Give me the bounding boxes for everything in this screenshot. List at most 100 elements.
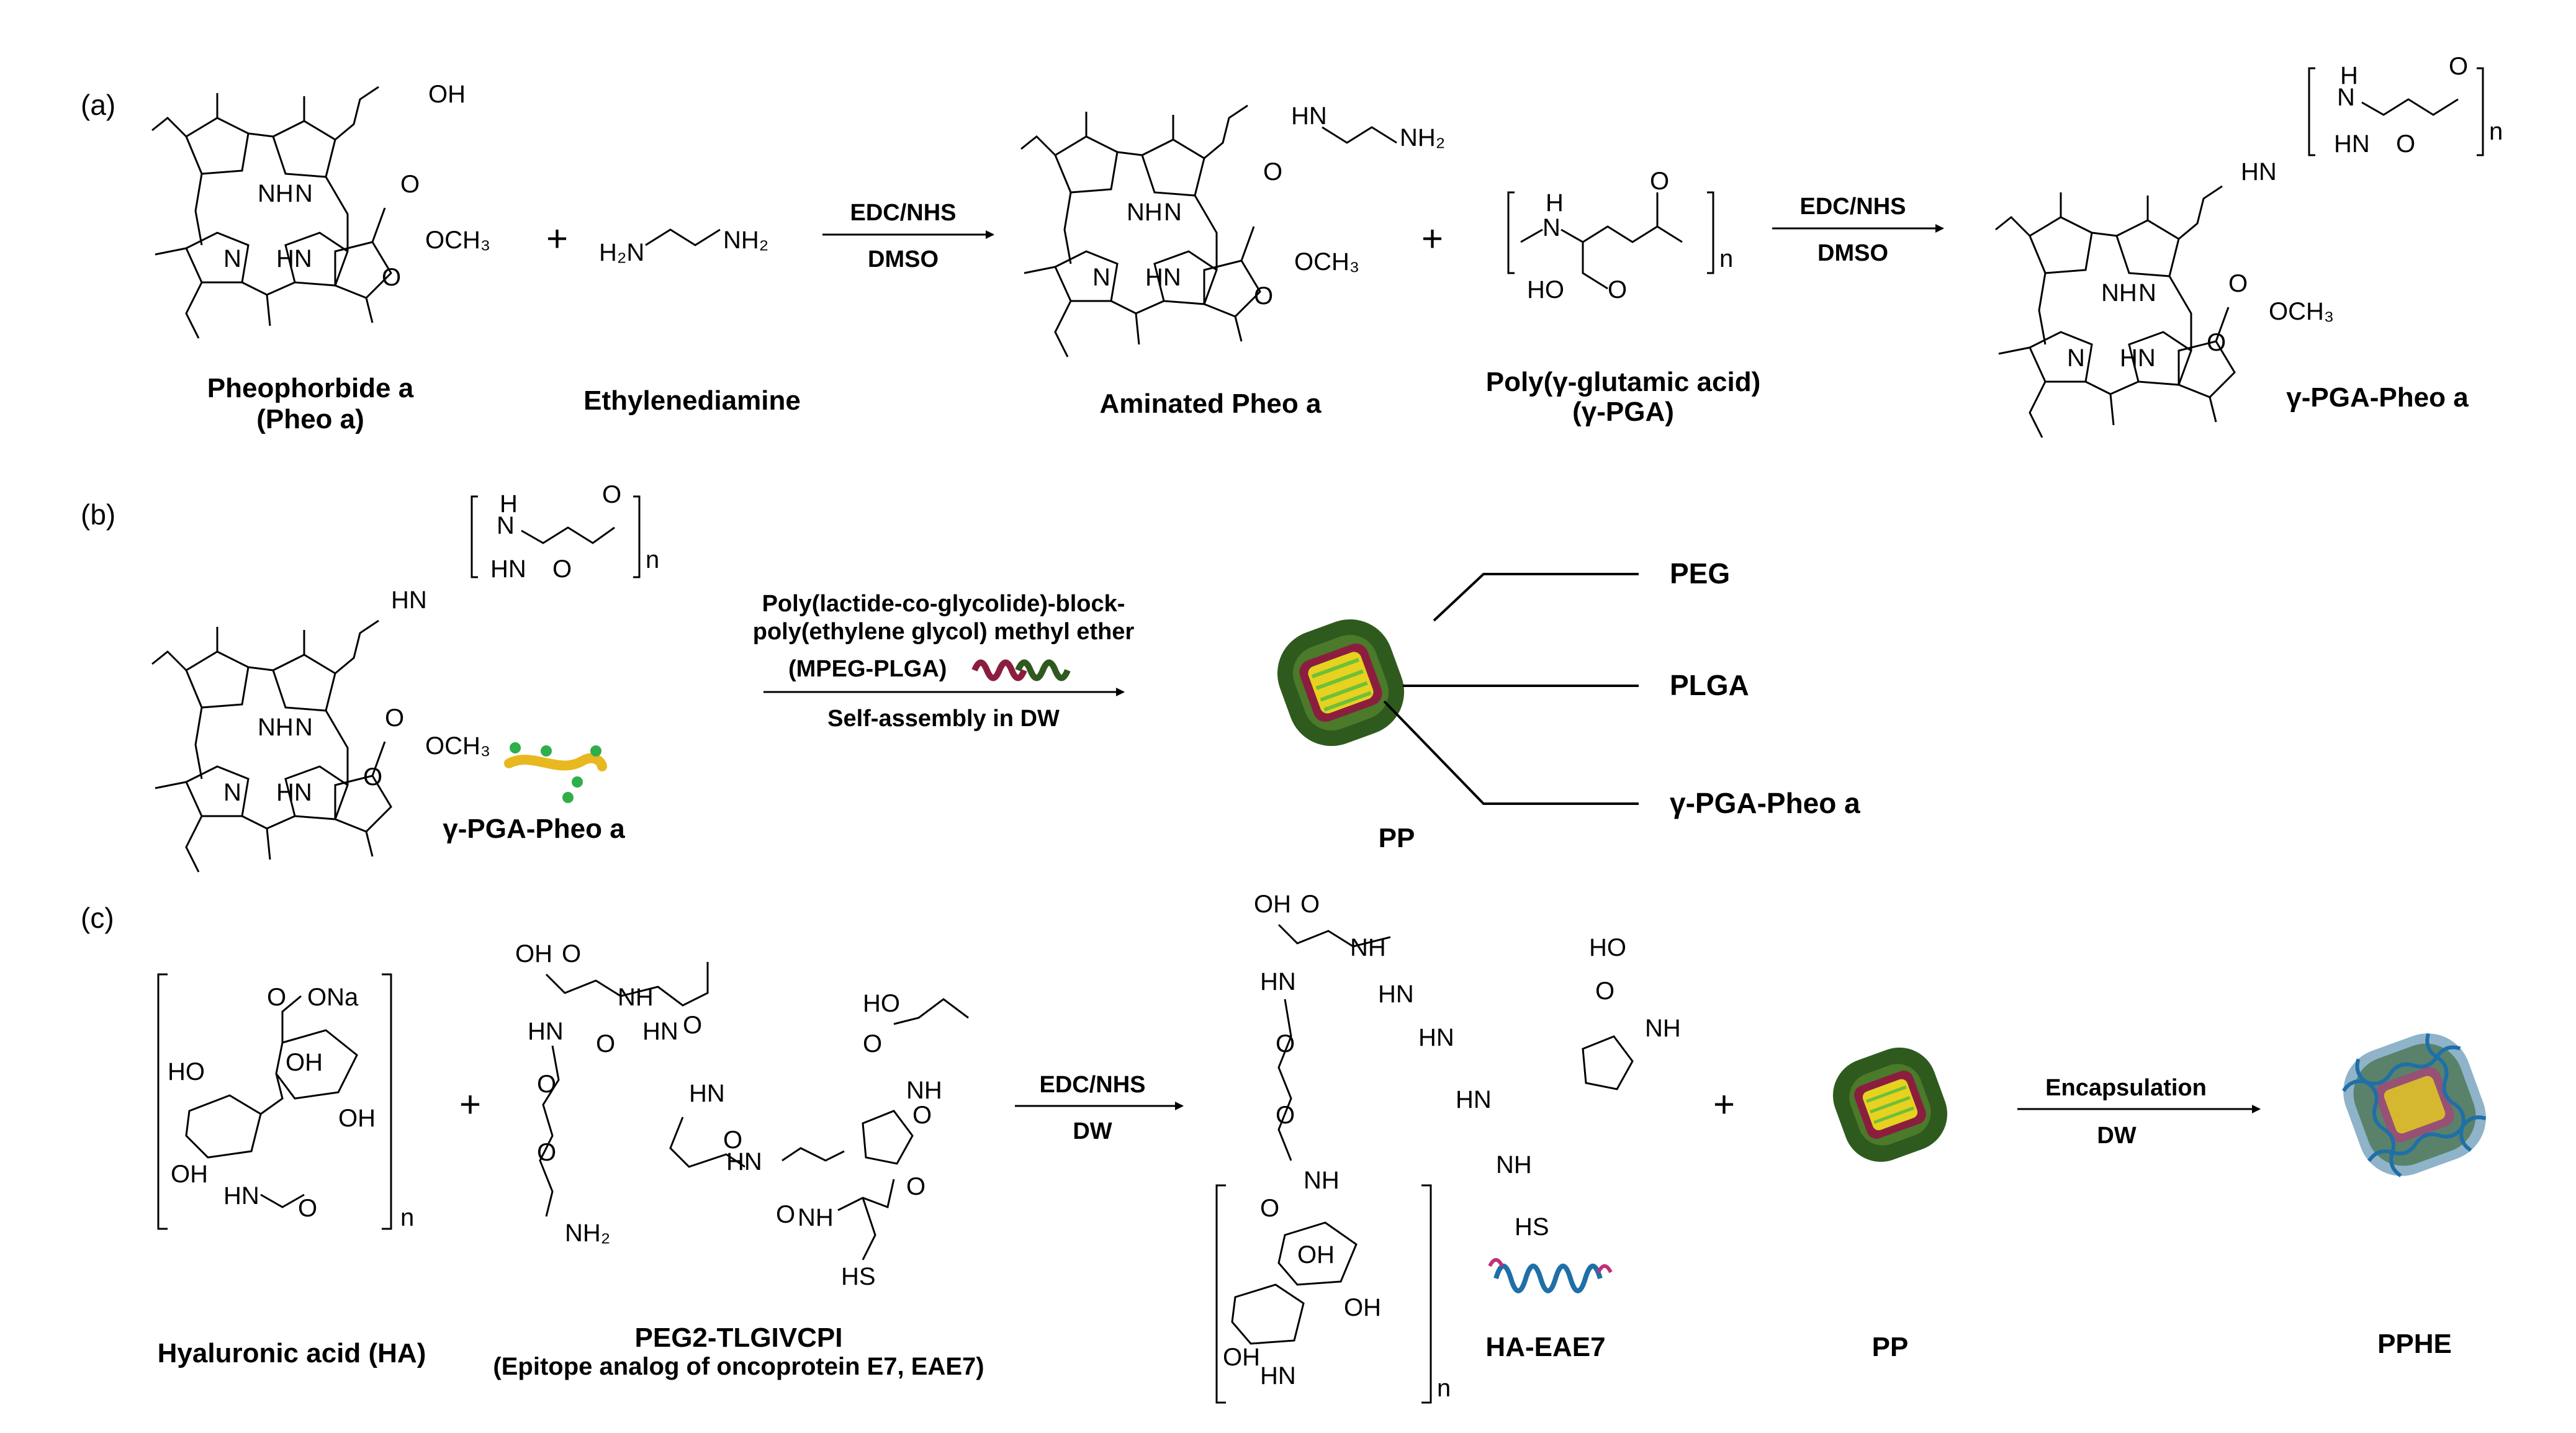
atom-label: O — [400, 171, 420, 198]
atom-label: O — [863, 1030, 882, 1058]
pga-repeat-bracket: H N HN O O n — [2308, 53, 2503, 158]
atom-label: OCH₃ — [425, 227, 490, 254]
atom-label: HN — [1456, 1086, 1492, 1113]
gamma-pga-pheo-a-structure: NH N N HN HN OCH₃ O O — [1994, 158, 2334, 439]
atom-label: HS — [841, 1263, 876, 1290]
atom-label: HN — [1145, 264, 1181, 291]
atom-label: HN — [276, 779, 312, 806]
plus-sign: + — [459, 1084, 481, 1125]
arrow2-top-label: EDC/NHS — [1799, 194, 1906, 220]
atom-label: H — [2340, 62, 2358, 89]
atom-label: H₂N — [599, 239, 644, 266]
atom-label: O — [683, 1012, 702, 1039]
atom-label: O — [363, 763, 382, 791]
atom-label: NH — [1496, 1151, 1532, 1179]
atom-label: O — [1650, 168, 1669, 195]
callout-pga-pheo: γ-PGA-Pheo a — [1670, 787, 1860, 819]
arrow1-bottom-label: DMSO — [868, 246, 939, 272]
atom-label: O — [776, 1201, 795, 1228]
c-arrow1-bottom-label: DW — [1073, 1118, 1112, 1144]
atom-label: HO — [1527, 276, 1564, 303]
pheo-a-name-2: (Pheo a) — [256, 404, 364, 434]
atom-label: HN — [1260, 968, 1296, 995]
atom-label: HN — [2334, 130, 2370, 158]
atom-label: N — [295, 714, 313, 741]
atom-label: HN — [2120, 344, 2156, 372]
ha-name: Hyaluronic acid (HA) — [158, 1338, 426, 1368]
c-pp-nanoparticle — [1832, 1047, 1948, 1162]
atom-label: N — [2138, 279, 2156, 307]
atom-label: O — [1276, 1030, 1295, 1058]
atom-label: OH — [1297, 1241, 1335, 1269]
ethylenediamine-name: Ethylenediamine — [583, 385, 801, 416]
reagent-line1: Poly(lactide-co-glycolide)-block- — [762, 591, 1125, 617]
ha-eae7-structure: OH O NH HN O O NH O OH OH OH HN n HN HN … — [1215, 891, 1681, 1404]
atom-label: O — [2396, 130, 2415, 158]
pheo-a-name-1: Pheophorbide a — [207, 373, 414, 403]
atom-label: NH₂ — [723, 227, 768, 254]
atom-label: HO — [863, 990, 900, 1017]
pga-pheo-polymer-graphic — [504, 742, 607, 803]
gamma-pga-pheo-a-name: γ-PGA-Pheo a — [2286, 382, 2469, 413]
atom-label: HN — [1291, 102, 1327, 130]
atom-label: OH — [338, 1105, 376, 1132]
atom-label: HN — [642, 1018, 678, 1045]
aminated-pheo-a-name: Aminated Pheo a — [1100, 389, 1322, 419]
panel-a: (a) NH N N HN OH O OCH₃ O Pheophorbide a… — [81, 53, 2503, 439]
atom-label: O — [267, 984, 286, 1011]
atom-label: O — [596, 1030, 615, 1058]
atom-label: N — [1164, 199, 1182, 226]
atom-label: HN — [689, 1080, 725, 1107]
pp-name: PP — [1379, 823, 1415, 853]
atom-label: O — [906, 1173, 925, 1200]
atom-label: OH — [1254, 891, 1291, 918]
atom-label: NH — [1304, 1167, 1340, 1194]
c-arrow1-top-label: EDC/NHS — [1039, 1072, 1145, 1098]
atom-label: O — [1608, 276, 1627, 303]
c-arrow2-bottom-label: DW — [2097, 1123, 2136, 1149]
atom-label: OCH₃ — [2269, 298, 2334, 325]
arrow1-top-label: EDC/NHS — [850, 200, 956, 226]
atom-label: O — [1595, 977, 1615, 1005]
aminated-pheo-a-structure: NH N N HN HN NH₂ O OCH₃ O — [1020, 102, 1445, 358]
atom-label: O — [385, 704, 404, 732]
atom-label: O — [1276, 1102, 1295, 1129]
atom-label: H — [500, 490, 518, 518]
atom-label: O — [562, 940, 581, 968]
atom-label: O — [912, 1102, 932, 1129]
c-pp-name: PP — [1872, 1332, 1909, 1362]
atom-label: OH — [286, 1049, 323, 1076]
atom-label: N — [2067, 344, 2085, 372]
arrow-bottom-label: Self-assembly in DW — [827, 706, 1060, 732]
reagent-line3: (MPEG-PLGA) — [788, 656, 947, 682]
atom-label: N — [223, 779, 241, 806]
atom-label: O — [537, 1139, 556, 1166]
atom-label: OCH₃ — [425, 732, 490, 760]
pphe-name: PPHE — [2377, 1329, 2452, 1359]
atom-label: N — [497, 512, 515, 539]
repeat-n: n — [1719, 245, 1733, 272]
atom-label: NH — [258, 714, 294, 741]
atom-label: ONa — [307, 984, 359, 1011]
atom-label: O — [2207, 329, 2226, 356]
repeat-n: n — [1437, 1375, 1451, 1402]
atom-label: N — [295, 180, 313, 207]
atom-label: HO — [168, 1058, 205, 1085]
atom-label: NH — [1645, 1015, 1681, 1042]
atom-label: O — [1300, 891, 1320, 918]
arrow2-bottom-label: DMSO — [1817, 240, 1888, 266]
mpeg-plga-helix-graphic — [971, 659, 1071, 681]
atom-label: HN — [391, 586, 427, 614]
b-gamma-pga-pheo-a-structure: NH N N HN HN OCH₃ O O — [151, 586, 490, 873]
plus-sign: + — [546, 218, 568, 259]
atom-label: HS — [1515, 1213, 1549, 1241]
atom-label: NH — [258, 180, 294, 207]
panel-c-tag: (c) — [81, 902, 114, 934]
atom-label: HN — [528, 1018, 564, 1045]
atom-label: O — [382, 264, 401, 291]
atom-label: NH — [1350, 934, 1386, 961]
atom-label: HN — [1260, 1362, 1296, 1390]
plus-sign: + — [1421, 218, 1443, 259]
atom-label: HO — [1589, 934, 1626, 961]
